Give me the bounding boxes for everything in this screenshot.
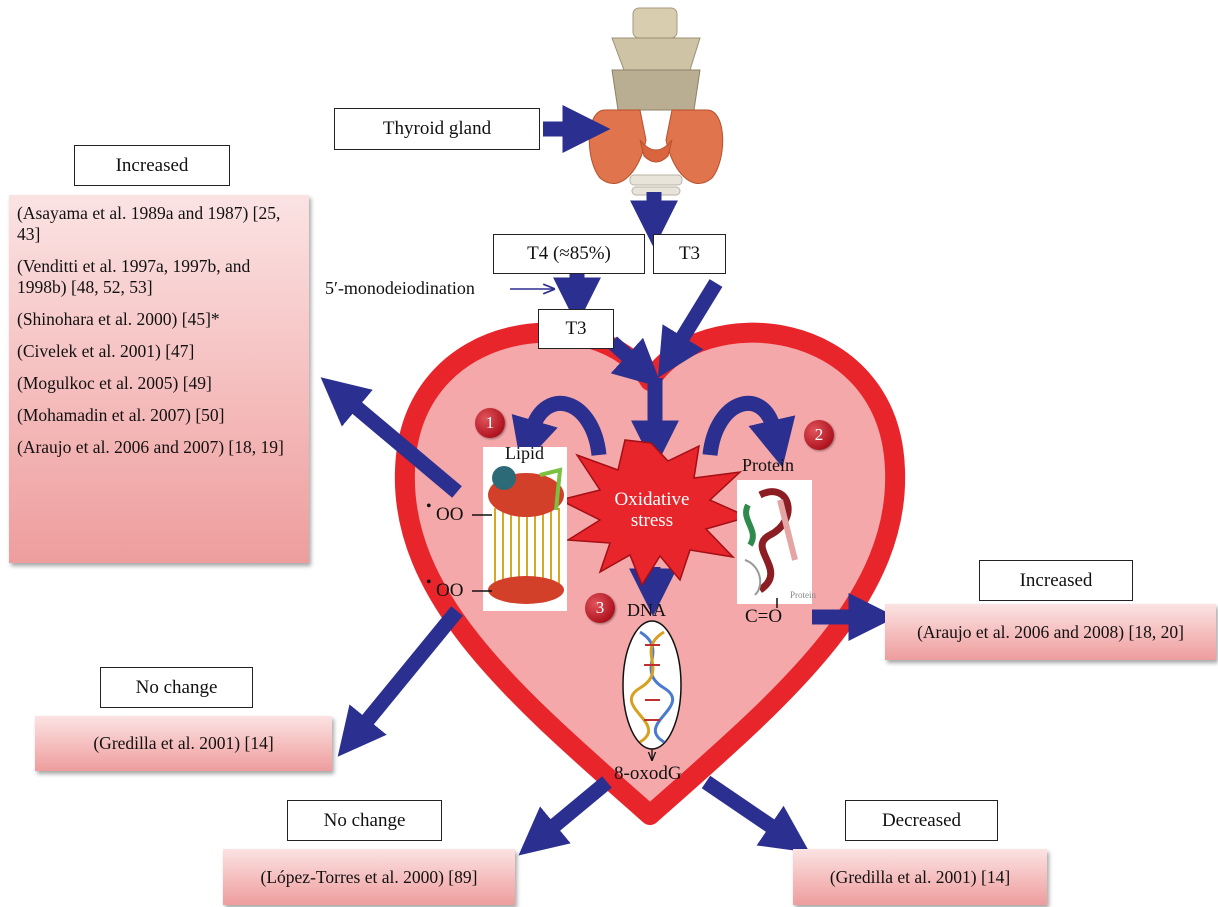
- thyroid-gland-label: Thyroid gland: [382, 118, 492, 139]
- references-protein-increased: (Araujo et al. 2006 and 2008) [18, 20]: [885, 604, 1216, 660]
- reference-item: (Asayama et al. 1989a and 1987) [25, 43]: [17, 203, 281, 244]
- t4-box: T4 (≈85%): [493, 234, 645, 274]
- t3-top-label: T3: [678, 243, 701, 264]
- status-dna-nochange-label: No change: [323, 809, 406, 831]
- marker-1: 1: [475, 408, 505, 438]
- radical-dot-top: •: [426, 498, 432, 515]
- monodeiodination-label: 5′-monodeiodination: [325, 278, 475, 298]
- dna-helix-icon: [622, 620, 682, 750]
- protein-ribbon-icon: [737, 480, 812, 604]
- oxidative-stress-label: Oxidative stress: [614, 489, 690, 531]
- status-lipid-nochange-label: No change: [135, 676, 218, 698]
- arrow-lipid-to-increased: [320, 377, 462, 498]
- reference-item: (Civelek et al. 2001) [47]: [17, 341, 195, 361]
- references-lipid-increased: (Asayama et al. 1989a and 1987) [25, 43]…: [9, 195, 309, 563]
- arrow-lipid-to-nochange: [337, 606, 463, 757]
- arrow-curve-to-protein: [702, 395, 796, 468]
- reference-item: (Shinohara et al. 2000) [45]*: [17, 309, 220, 329]
- marker-2: 2: [804, 420, 834, 450]
- oo-top-label: OO: [436, 504, 464, 525]
- reference-item: (Araujo et al. 2006 and 2008) [18, 20]: [917, 621, 1184, 642]
- status-protein-increased-label: Increased: [1019, 569, 1093, 591]
- protein-small-label: Protein: [790, 590, 816, 600]
- arrow-t3top-to-heart: [657, 279, 723, 378]
- lipid-membrane-icon: [483, 447, 567, 611]
- status-dna-decreased-label: Decreased: [881, 809, 962, 831]
- carbonyl-label: C=O: [745, 606, 783, 627]
- arrow-dna-to-nochange: [518, 776, 612, 856]
- reference-item: (Gredilla et al. 2001) [14]: [93, 733, 274, 753]
- starburst-icon: [557, 439, 751, 587]
- status-dna-nochange: No change: [287, 800, 442, 841]
- arrow-dna-to-decreased: [701, 775, 810, 853]
- status-dna-decreased: Decreased: [845, 800, 998, 841]
- t3-top-box: T3: [653, 234, 726, 274]
- dna-label: DNA: [627, 600, 666, 620]
- reference-item: (López-Torres et al. 2000) [89]: [260, 866, 478, 887]
- status-lipid-increased: Increased: [74, 145, 230, 186]
- oo-bottom-label: OO: [436, 580, 464, 601]
- oxodg-label: 8-oxodG: [614, 763, 682, 784]
- status-lipid-nochange: No change: [100, 667, 253, 708]
- arrow-t3mid-to-heart: [606, 336, 663, 388]
- t3-mid-box: T3: [538, 309, 614, 349]
- lipid-label: Lipid: [505, 443, 544, 463]
- references-lipid-nochange: (Gredilla et al. 2001) [14]: [35, 716, 332, 771]
- reference-item: (Venditti et al. 1997a, 1997b, and 1998b…: [17, 256, 251, 297]
- protein-label: Protein: [742, 455, 794, 475]
- references-dna-decreased: (Gredilla et al. 2001) [14]: [793, 849, 1047, 905]
- reference-item: (Mogulkoc et al. 2005) [49]: [17, 373, 212, 393]
- radical-dot-bottom: •: [426, 574, 432, 591]
- reference-item: (Araujo et al. 2006 and 2007) [18, 19]: [17, 437, 284, 457]
- marker-3: 3: [585, 593, 615, 623]
- arrow-curve-to-lipid: [511, 395, 607, 467]
- status-lipid-increased-label: Increased: [115, 154, 189, 176]
- t4-label: T4 (≈85%): [527, 243, 611, 264]
- t3-mid-label: T3: [565, 318, 587, 339]
- reference-item: (Gredilla et al. 2001) [14]: [829, 866, 1011, 887]
- reference-item: (Mohamadin et al. 2007) [50]: [17, 405, 225, 425]
- thyroid-gland-box: Thyroid gland: [334, 108, 540, 150]
- references-dna-nochange: (López-Torres et al. 2000) [89]: [223, 849, 515, 905]
- thyroid-gland-icon: [588, 7, 724, 196]
- status-protein-increased: Increased: [979, 560, 1133, 601]
